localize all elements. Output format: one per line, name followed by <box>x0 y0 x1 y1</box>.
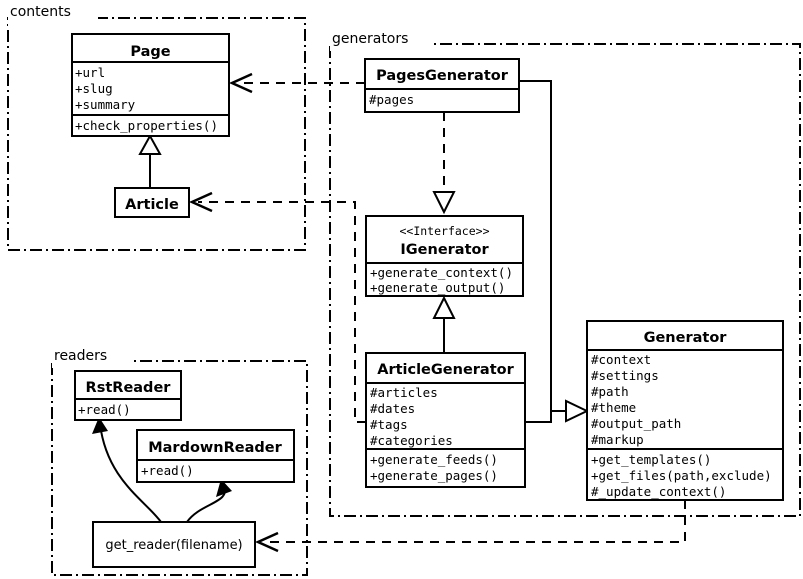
class-igenerator-stereotype: <<Interface>> <box>399 224 489 238</box>
rel-generator-uses-get-reader <box>254 500 686 553</box>
class-generator-attribute: #output_path <box>591 416 681 431</box>
class-igenerator-method: +generate_output() <box>370 280 505 295</box>
class-page-attribute: +url <box>75 65 105 80</box>
class-page-attribute: +slug <box>75 81 113 96</box>
class-igenerator-method: +generate_context() <box>370 265 513 280</box>
rel-get-reader-returns-rstreader <box>92 417 162 523</box>
package-contents: contents <box>7 4 306 251</box>
rel-get-reader-returns-mardownreader <box>186 479 232 523</box>
class-article-title: Article <box>125 197 179 213</box>
class-rst-reader-method: +read() <box>78 402 131 417</box>
class-article-generator-attribute: #categories <box>370 433 453 448</box>
package-contents-label-bg <box>8 10 98 26</box>
package-generators-border <box>329 43 801 517</box>
class-page-attribute: +summary <box>75 97 136 112</box>
class-generator-attribute: #theme <box>591 400 636 415</box>
class-page-method: +check_properties() <box>75 118 218 133</box>
package-readers-border <box>51 360 308 576</box>
rel-articlegenerator-uses-article <box>188 191 366 423</box>
class-generator[interactable]: Generator #context #settings #path #them… <box>586 320 784 501</box>
package-generators-label: generators <box>332 31 408 47</box>
class-pages-generator-title: PagesGenerator <box>376 68 509 84</box>
package-generators-label-bg <box>330 34 430 51</box>
package-readers-label-bg <box>52 352 130 368</box>
class-article-generator-attribute: #dates <box>370 401 415 416</box>
package-readers-label: readers <box>54 348 107 364</box>
class-igenerator-frame <box>365 215 524 297</box>
class-generator-method: #_update_context() <box>591 484 726 499</box>
class-rst-reader-frame <box>74 370 182 421</box>
class-igenerator[interactable]: <<Interface>> IGenerator +generate_conte… <box>365 215 524 297</box>
function-get-reader[interactable]: get_reader(filename) <box>92 521 256 568</box>
class-generator-attribute: #path <box>591 384 629 399</box>
class-generator-title: Generator <box>644 330 728 346</box>
rel-article-inherits-page <box>138 133 162 188</box>
class-page-frame <box>71 33 230 137</box>
class-article-generator-attribute: #articles <box>370 385 438 400</box>
class-pages-generator-frame <box>364 58 520 113</box>
function-get-reader-frame <box>92 521 256 568</box>
class-generator-method: +get_files(path,exclude) <box>591 468 772 483</box>
function-get-reader-label: get_reader(filename) <box>105 538 242 553</box>
class-generator-attribute: #settings <box>591 368 659 383</box>
class-mardown-reader-title: MardownReader <box>148 440 282 456</box>
package-readers: readers <box>51 348 308 576</box>
class-article-generator-title: ArticleGenerator <box>377 362 514 378</box>
class-article-frame <box>114 187 190 218</box>
class-article-generator-method: +generate_feeds() <box>370 452 498 467</box>
class-mardown-reader-frame <box>136 429 295 483</box>
class-article[interactable]: Article <box>114 187 190 218</box>
class-generator-attribute: #context <box>591 352 651 367</box>
class-pages-generator-attribute: #pages <box>369 92 414 107</box>
class-rst-reader-title: RstReader <box>86 380 172 396</box>
package-generators: generators <box>329 31 801 517</box>
class-rst-reader[interactable]: RstReader +read() <box>74 370 182 421</box>
class-generator-method: +get_templates() <box>591 452 711 467</box>
rel-pagesgenerator-uses-page <box>228 72 365 94</box>
class-mardown-reader[interactable]: MardownReader +read() <box>136 429 295 483</box>
rel-pagesgenerator-realizes-igenerator <box>432 112 456 215</box>
class-mardown-reader-method: +read() <box>141 463 194 478</box>
class-igenerator-title: IGenerator <box>400 242 489 258</box>
class-pages-generator[interactable]: PagesGenerator #pages <box>364 58 520 113</box>
class-page[interactable]: Page +url +slug +summary +check_properti… <box>71 33 230 137</box>
package-contents-label: contents <box>10 4 71 20</box>
rel-generators-inherit-generator <box>519 80 590 423</box>
package-contents-border <box>7 17 306 251</box>
class-article-generator-frame <box>365 352 526 488</box>
class-generator-attribute: #markup <box>591 432 644 447</box>
rel-articlegenerator-inherits-igenerator <box>432 295 456 353</box>
class-article-generator-method: +generate_pages() <box>370 468 498 483</box>
class-article-generator[interactable]: ArticleGenerator #articles #dates #tags … <box>365 352 526 488</box>
class-page-title: Page <box>130 44 170 60</box>
class-article-generator-attribute: #tags <box>370 417 408 432</box>
